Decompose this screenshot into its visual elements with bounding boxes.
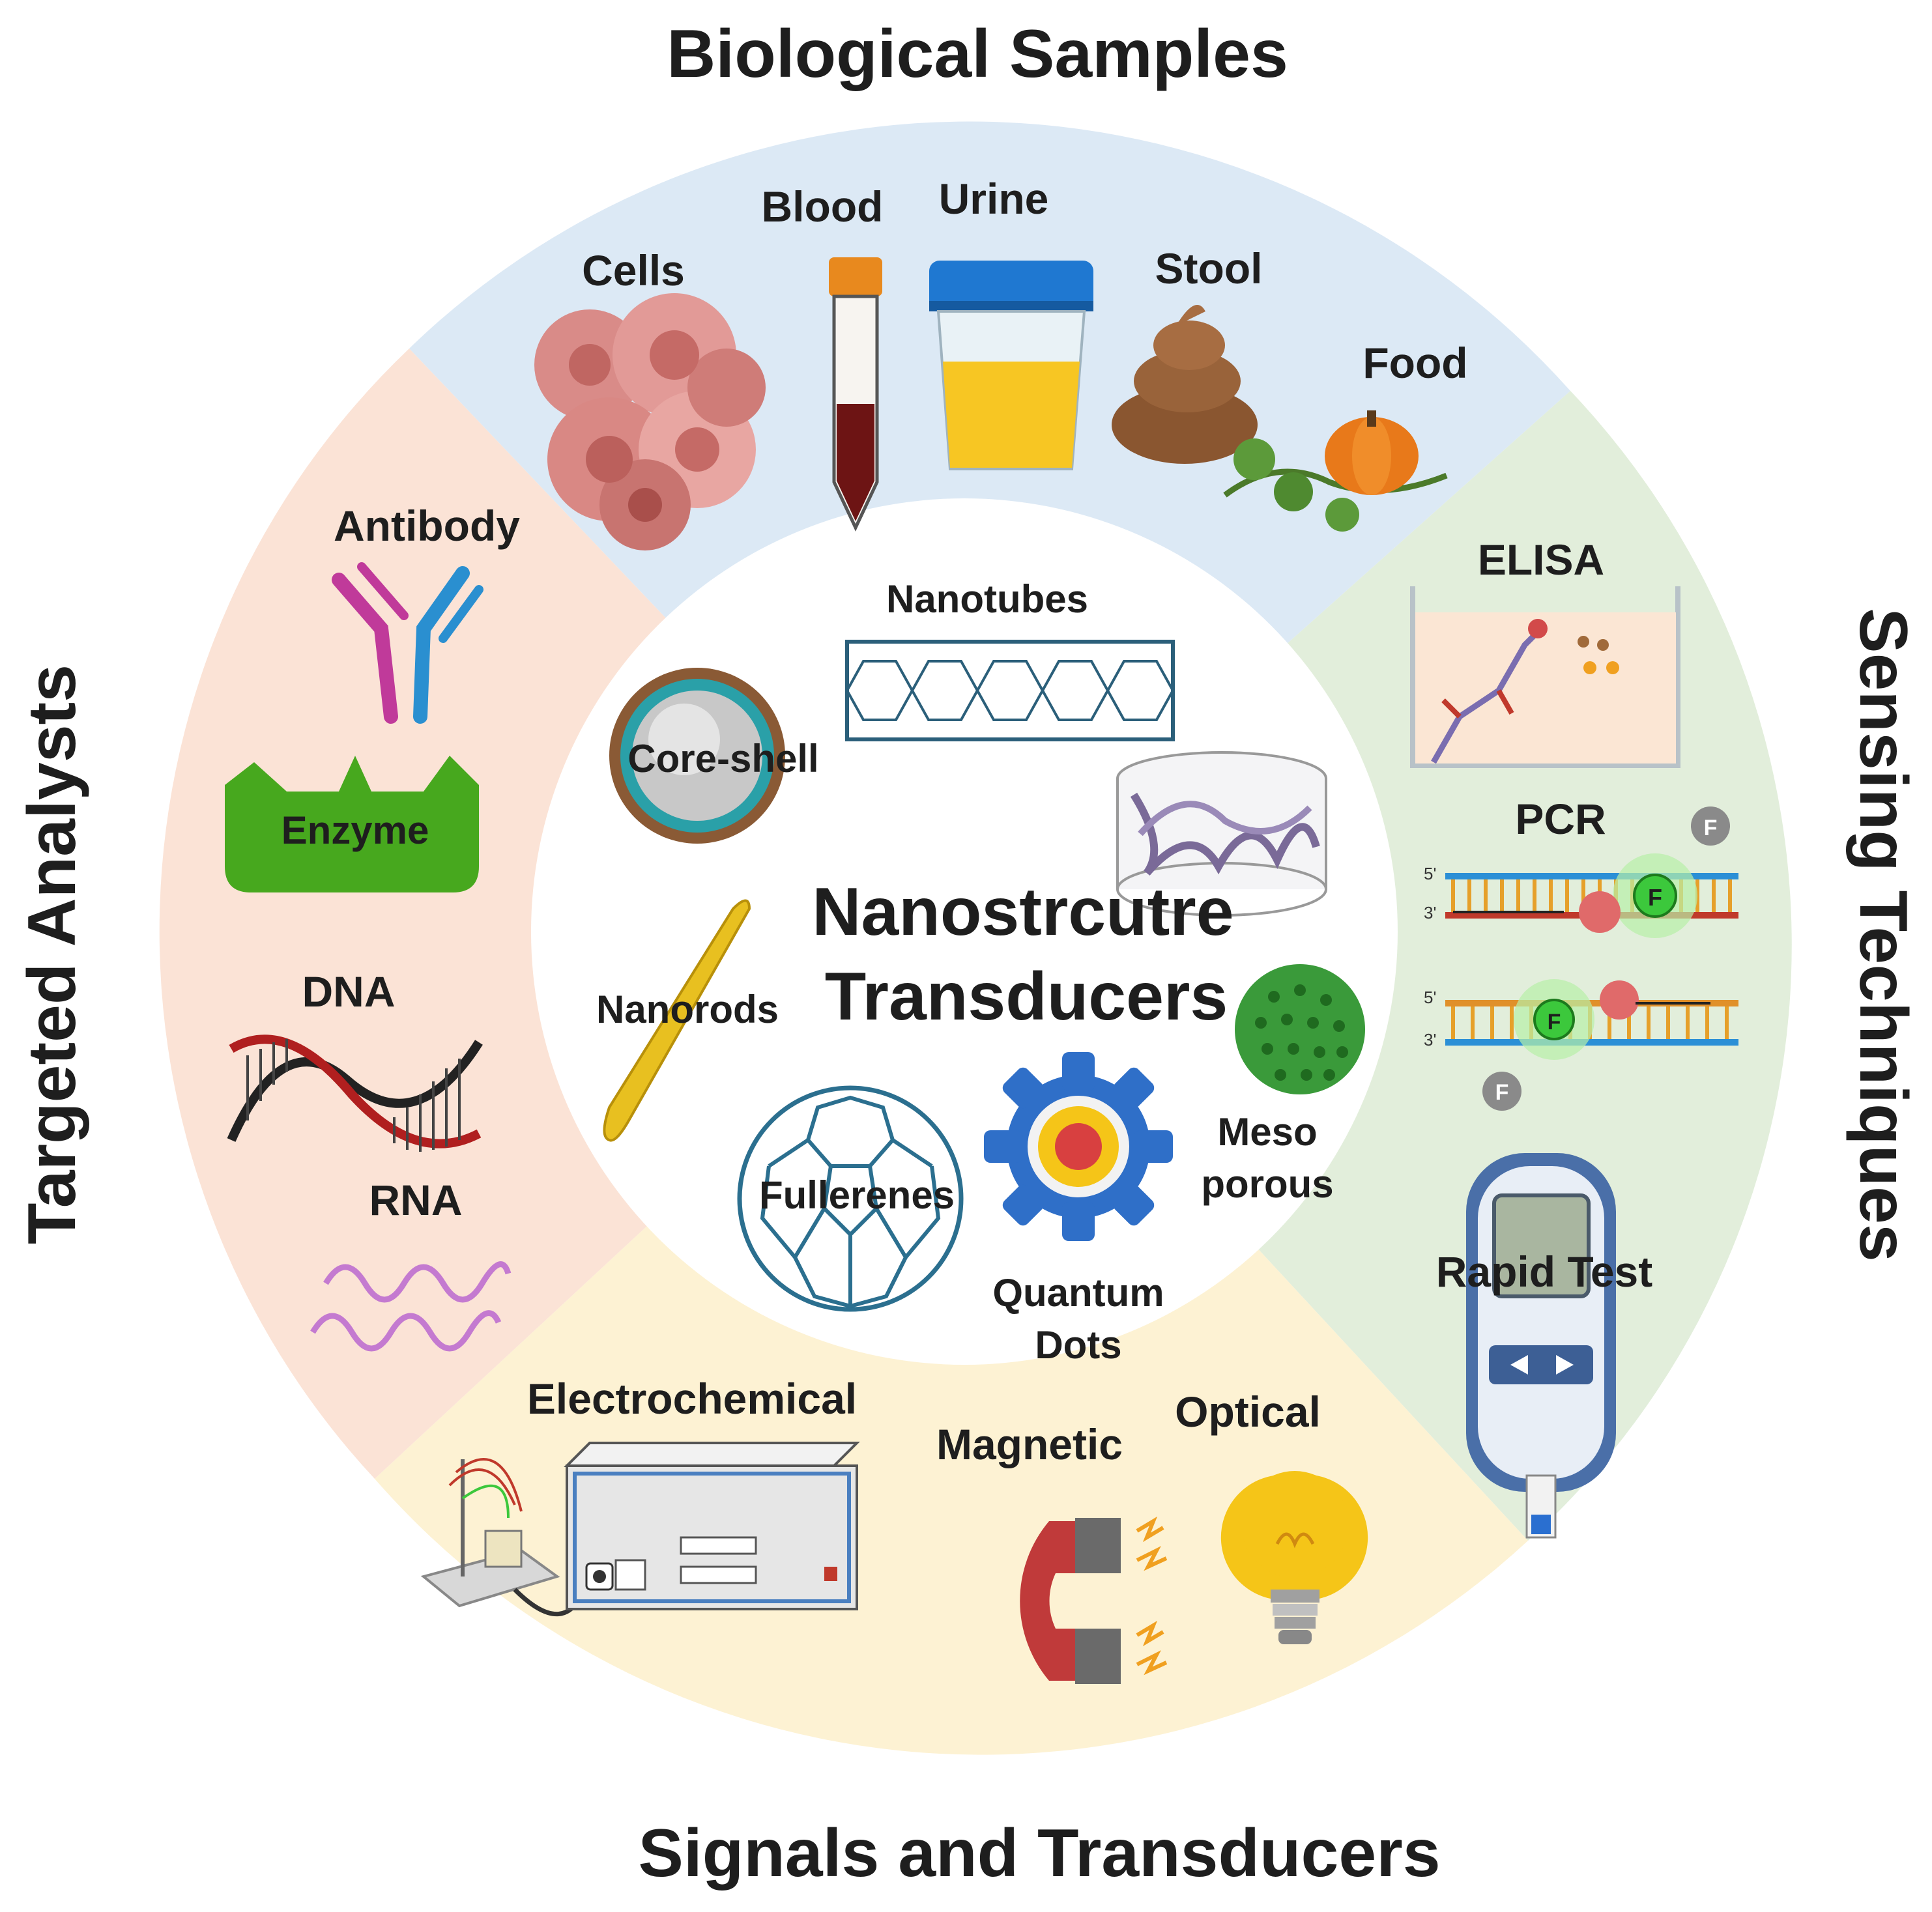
strand-3-bottom: 3': [1424, 1030, 1436, 1049]
pcr-fluor-label-1: F: [1648, 884, 1662, 911]
title-sensing-techniques: Sensing Techniques: [1845, 608, 1921, 1262]
nanostructures-group: Nanotubes Core-shell: [596, 577, 1365, 1367]
label-cells: Cells: [582, 246, 685, 294]
blood-tube-icon: [829, 257, 882, 532]
food-pumpkin-icon: [1223, 410, 1448, 532]
label-blood: Blood: [762, 182, 884, 231]
techniques-group: ELISA PCR 5' 3': [1410, 535, 1738, 1539]
label-elisa: ELISA: [1478, 535, 1604, 584]
label-rapid-test: Rapid Test: [1436, 1248, 1653, 1296]
title-targeted-analysts: Targeted Analysts: [14, 664, 90, 1244]
label-nanorods: Nanorods: [596, 988, 779, 1031]
stool-icon: [1112, 304, 1258, 464]
center-title-line2: Transducers: [825, 959, 1228, 1034]
strand-5-bottom: 5': [1424, 988, 1436, 1007]
center-title-line1: Nanostrcutre: [812, 874, 1233, 950]
label-food: Food: [1362, 339, 1467, 387]
nanotube-icon: [845, 640, 1175, 741]
strand-5-top: 5': [1424, 864, 1436, 883]
core-shell-icon: [609, 668, 785, 844]
title-biological-samples: Biological Samples: [667, 16, 1288, 92]
mesoporous-cylinder-icon: [1116, 751, 1327, 917]
samples-group: Cells Blood Urine: [534, 175, 1468, 550]
pcr-fluor-label-2: F: [1704, 816, 1718, 840]
electrochemical-workstation-icon: [420, 1442, 860, 1616]
enzyme-icon: [225, 756, 479, 892]
nanorod-icon: [603, 899, 751, 1142]
signals-group: Electrochemical Magnetic: [420, 1375, 1368, 1684]
cells-icon: [534, 293, 766, 550]
label-pcr: PCR: [1515, 795, 1606, 843]
strand-3-top: 3': [1424, 903, 1436, 922]
label-core-shell: Core-shell: [627, 737, 818, 780]
pcr-fluor-label-4: F: [1495, 1080, 1509, 1105]
label-enzyme: Enzyme: [281, 808, 429, 852]
light-bulb-icon: [1220, 1471, 1368, 1644]
pcr-fluor-label-3: F: [1548, 1010, 1561, 1034]
label-rna: RNA: [369, 1176, 463, 1224]
label-dna: DNA: [302, 967, 396, 1016]
label-magnetic: Magnetic: [936, 1420, 1123, 1468]
label-electrochemical: Electrochemical: [527, 1375, 857, 1423]
elisa-well-icon: [1410, 586, 1680, 768]
label-nanotubes: Nanotubes: [886, 577, 1088, 621]
label-meso-line2: porous: [1201, 1162, 1333, 1206]
label-stool: Stool: [1155, 244, 1263, 293]
label-quantum-line1: Quantum: [992, 1271, 1164, 1315]
urine-cup-icon: [929, 261, 1093, 470]
dna-helix-icon: [227, 1034, 483, 1152]
pcr-diagram-icon: 5' 3' F F 5' 3': [1424, 806, 1738, 1111]
rna-wave-icon: [310, 1261, 512, 1352]
label-optical: Optical: [1175, 1388, 1321, 1436]
title-signals-transducers: Signals and Transducers: [638, 1816, 1440, 1891]
label-meso-line1: Meso: [1217, 1110, 1317, 1154]
antibody-icon: [332, 562, 483, 724]
label-quantum-line2: Dots: [1035, 1323, 1121, 1367]
label-antibody: Antibody: [334, 502, 520, 550]
rapid-test-meter-icon: [1466, 1153, 1616, 1539]
quantum-dot-icon: [984, 1052, 1173, 1241]
mesoporous-sphere-icon: [1235, 964, 1365, 1094]
label-fullerenes: Fullerenes: [759, 1173, 955, 1217]
analysts-group: Antibody Enzyme DNA RNA: [225, 502, 520, 1352]
label-urine: Urine: [939, 175, 1049, 223]
magnet-icon: [1020, 1516, 1168, 1684]
fullerene-icon: [737, 1085, 964, 1312]
